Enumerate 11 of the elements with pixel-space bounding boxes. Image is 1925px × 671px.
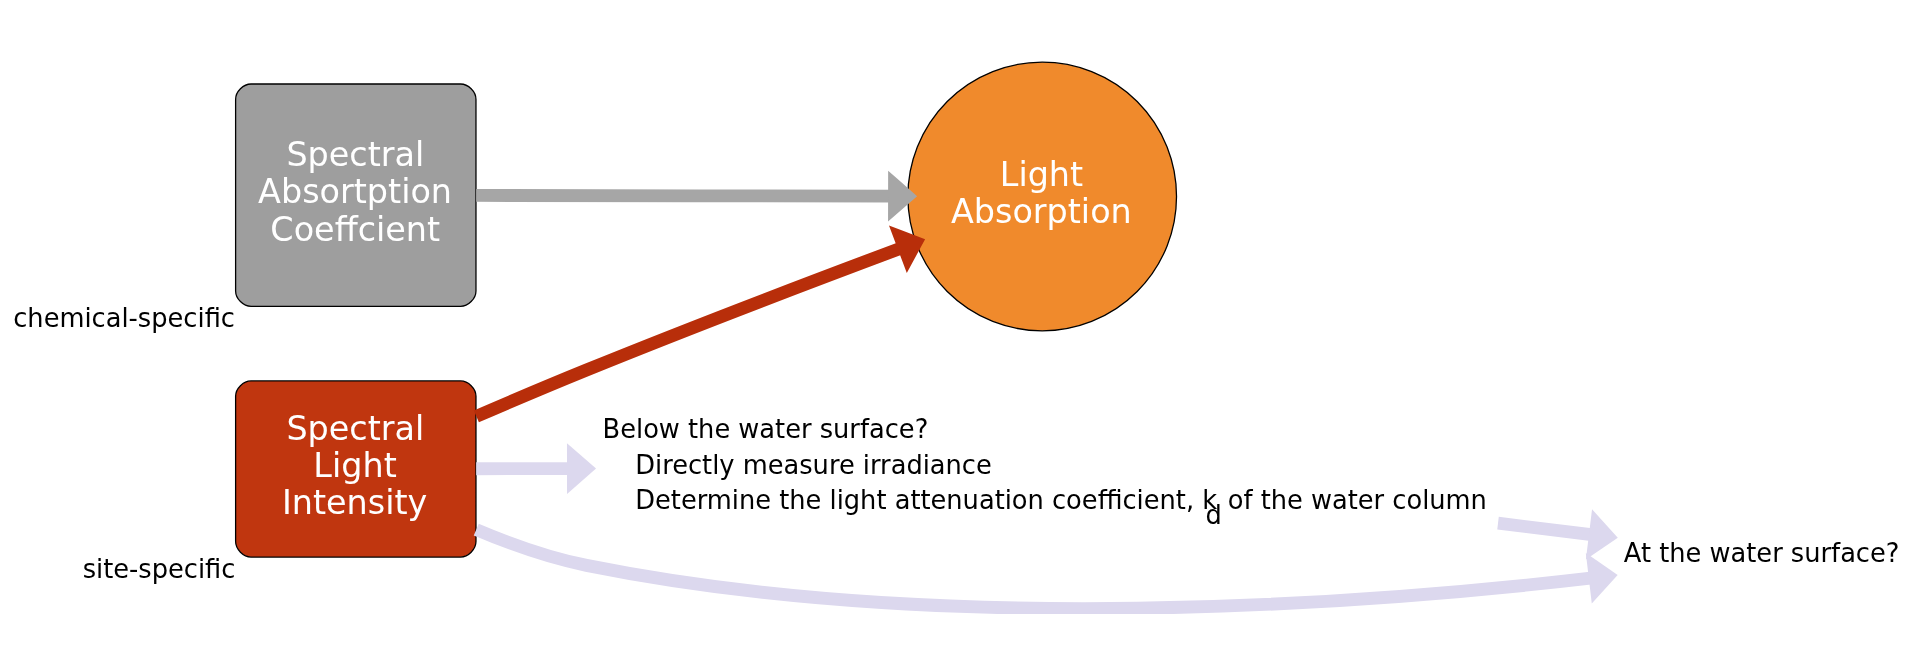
arrow: [473, 523, 1618, 614]
node-label: site-specific: [82, 553, 236, 584]
arrow: [476, 443, 597, 494]
arrow: [476, 170, 918, 222]
node-box: Spectral Light Intensity: [234, 380, 477, 558]
node-box: Spectral Absortption Coeffcient: [234, 83, 477, 307]
node-circle: Light Absorption: [907, 61, 1178, 332]
node-text: At the water surface?: [1623, 537, 1900, 568]
arrow: [473, 225, 926, 423]
arrow: [1497, 509, 1618, 560]
node-label: chemical-specific: [13, 302, 235, 333]
